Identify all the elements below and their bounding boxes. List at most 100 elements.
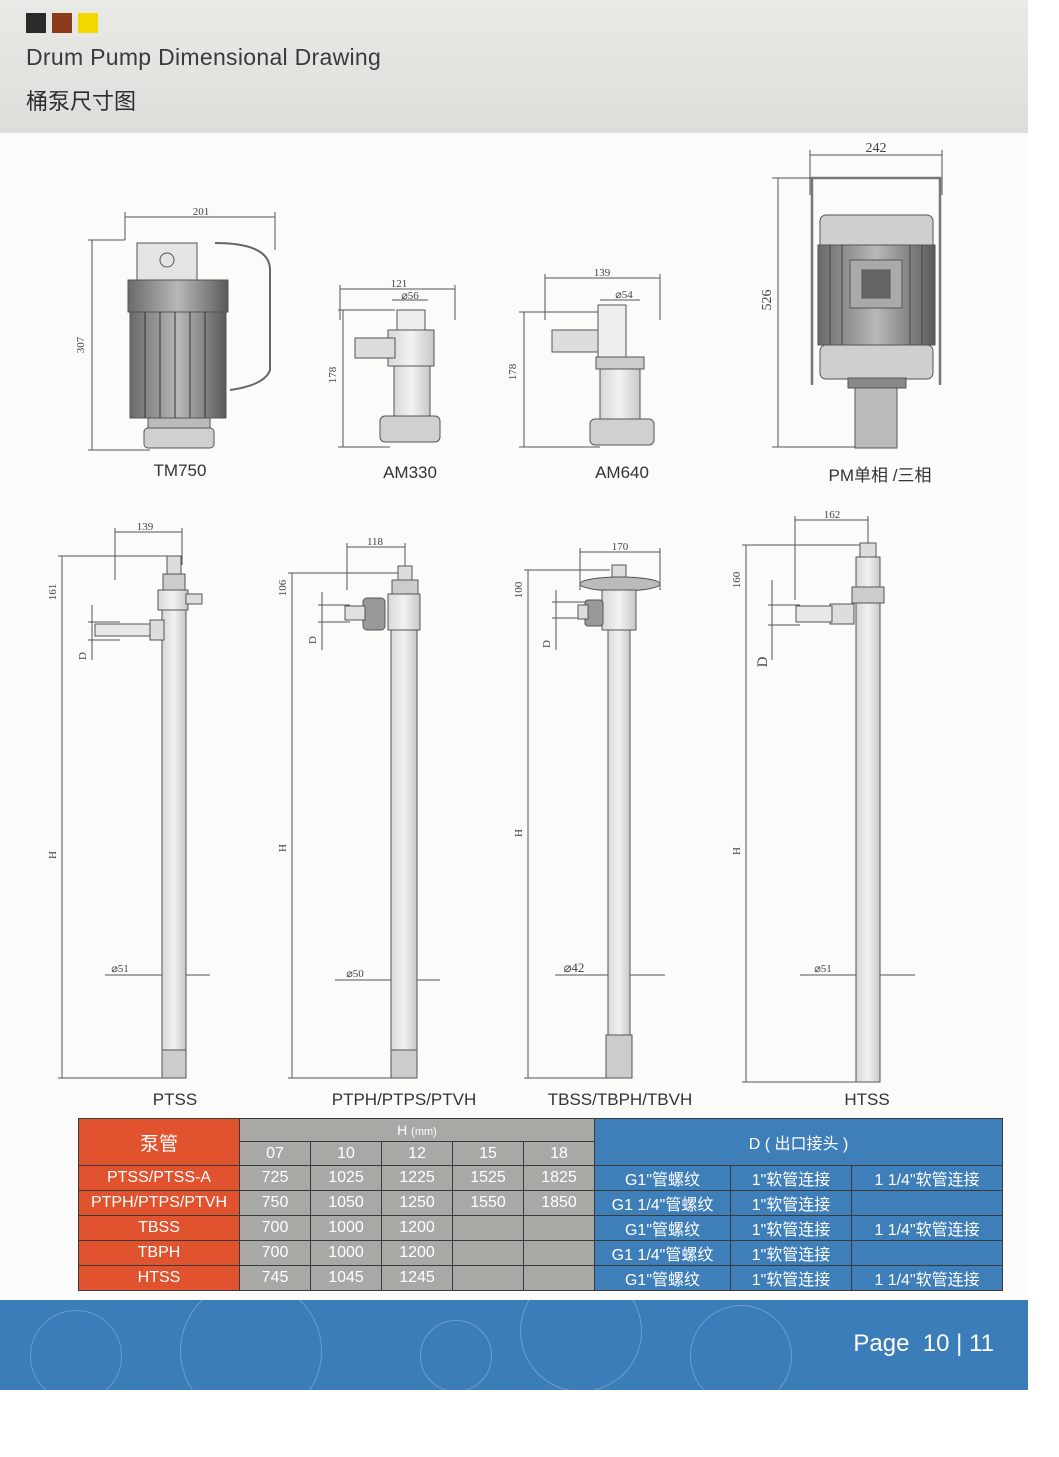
table-d-header: D ( 出口接头 ) — [594, 1118, 1003, 1166]
am330-drawing — [338, 285, 456, 448]
color-swatch-brown — [52, 13, 72, 33]
tbss-label: TBSS/TBPH/TBVH — [547, 1090, 693, 1109]
table-cell-h — [452, 1215, 524, 1241]
table-cell-h: 700 — [239, 1240, 311, 1266]
ptss-dia-dim: ⌀51 — [111, 963, 129, 975]
pm-drawing — [772, 150, 943, 449]
page-title-en: Drum Pump Dimensional Drawing — [26, 44, 382, 70]
ptph-dia-dim: ⌀50 — [346, 968, 364, 980]
table-cell-h: 750 — [239, 1190, 311, 1216]
table-row: PTSS/PTSS-A 725 1025 1225 1525 1825 G1"管… — [78, 1165, 1003, 1191]
table-cell-d: 1"软管连接 — [730, 1190, 852, 1216]
ptph-h-label: H — [277, 844, 289, 852]
table-cell-h: 1250 — [381, 1190, 453, 1216]
table-cell-d: G1 1/4"管螺纹 — [594, 1190, 731, 1216]
tm750-label: TM750 — [153, 461, 207, 480]
table-cell-name: HTSS — [78, 1265, 240, 1291]
page-word: Page — [853, 1330, 910, 1357]
ptss-top-dim: 161 — [47, 584, 59, 601]
table-cell-h: 1000 — [310, 1215, 382, 1241]
table-cell-h: 725 — [239, 1165, 311, 1191]
am640-drawing — [519, 274, 661, 448]
table-cell-h — [523, 1240, 595, 1266]
table-h-size: 07 — [239, 1141, 311, 1166]
table-cell-h: 1045 — [310, 1265, 382, 1291]
table-cell-h: 700 — [239, 1215, 311, 1241]
table-cell-h: 1825 — [523, 1165, 595, 1191]
table-row: PTPH/PTPS/PTVH 750 1050 1250 1550 1850 G… — [78, 1190, 1003, 1216]
footer-band: Page 10 | 11 — [0, 1300, 1028, 1390]
htss-d-label: D — [755, 656, 771, 667]
am640-height-dim: 178 — [507, 363, 519, 380]
htss-drawing — [742, 516, 915, 1083]
table-h-header: H (mm) — [239, 1118, 595, 1142]
tbss-top-dim: 100 — [513, 581, 525, 598]
pm-height-dim: 526 — [760, 290, 775, 311]
am640-label: AM640 — [595, 463, 649, 482]
table-cell-h — [523, 1215, 595, 1241]
tm750-width-dim: 201 — [193, 206, 210, 218]
pm-label: PM单相 /三相 — [828, 466, 932, 485]
pm-width-dim: 242 — [866, 141, 887, 156]
am640-dia-dim: ⌀54 — [615, 289, 633, 301]
table-cell-h: 1225 — [381, 1165, 453, 1191]
table-cell-d — [851, 1240, 1003, 1266]
table-cell-d: G1"管螺纹 — [594, 1215, 731, 1241]
table-cell-d: 1"软管连接 — [730, 1240, 852, 1266]
table-h-size: 10 — [310, 1141, 382, 1166]
htss-top-dim: 160 — [731, 571, 743, 588]
ptph-label: PTPH/PTPS/PTVH — [331, 1090, 477, 1109]
ptph-width-dim: 118 — [367, 536, 384, 548]
table-cell-name: PTSS/PTSS-A — [78, 1165, 240, 1191]
ptss-h-label: H — [47, 851, 59, 859]
ptss-drawing — [58, 528, 210, 1079]
tbss-width-dim: 170 — [612, 541, 629, 553]
tbss-dia-dim: ⌀42 — [564, 960, 585, 975]
table-h-size: 18 — [523, 1141, 595, 1166]
table-cell-h: 1000 — [310, 1240, 382, 1266]
table-cell-d: 1"软管连接 — [730, 1215, 852, 1241]
decor-bubble — [30, 1310, 122, 1390]
ptph-d-label: D — [307, 636, 319, 644]
page-number: Page 10 | 11 — [853, 1330, 994, 1358]
table-cell-d: 1 1/4"软管连接 — [851, 1165, 1003, 1191]
am330-dia-dim: ⌀56 — [401, 290, 419, 302]
catalog-page: Drum Pump Dimensional Drawing 桶泵尺寸图 201 — [0, 0, 1028, 1390]
htss-width-dim: 162 — [824, 509, 841, 521]
ptss-width-dim: 139 — [137, 521, 154, 533]
table-cell-h: 745 — [239, 1265, 311, 1291]
page-left: 10 — [922, 1330, 950, 1357]
table-cell-name: TBPH — [78, 1240, 240, 1266]
table-cell-d: 1"软管连接 — [730, 1165, 852, 1191]
table-cell-name: PTPH/PTPS/PTVH — [78, 1190, 240, 1216]
table-cell-h: 1525 — [452, 1165, 524, 1191]
table-cell-h: 1200 — [381, 1240, 453, 1266]
table-row: HTSS 745 1045 1245 G1"管螺纹 1"软管连接 1 1/4"软… — [78, 1265, 1003, 1291]
am330-width-dim: 121 — [391, 278, 408, 290]
ptph-top-dim: 106 — [277, 579, 289, 596]
ptss-d-label: D — [77, 652, 89, 660]
am330-height-dim: 178 — [327, 366, 339, 383]
tm750-height-dim: 307 — [75, 336, 87, 353]
tm750-drawing — [88, 212, 276, 451]
table-name-header: 泵管 — [78, 1118, 240, 1166]
tbss-d-label: D — [541, 640, 553, 648]
table-cell-d: G1"管螺纹 — [594, 1165, 731, 1191]
table-cell-d: 1 1/4"软管连接 — [851, 1265, 1003, 1291]
table-cell-h — [452, 1240, 524, 1266]
table-cell-d: G1"管螺纹 — [594, 1265, 731, 1291]
table-row: TBPH 700 1000 1200 G1 1/4"管螺纹 1"软管连接 — [78, 1240, 1003, 1266]
dimensional-drawings: 201 307 121 ⌀56 178 139 ⌀54 — [47, 141, 943, 1083]
table-cell-h: 1025 — [310, 1165, 382, 1191]
table-row: TBSS 700 1000 1200 G1"管螺纹 1"软管连接 1 1/4"软… — [78, 1215, 1003, 1241]
table-cell-name: TBSS — [78, 1215, 240, 1241]
table-cell-h — [452, 1265, 524, 1291]
table-cell-d: G1 1/4"管螺纹 — [594, 1240, 731, 1266]
color-swatch-yellow — [78, 13, 98, 33]
spec-table: 泵管 H (mm) D ( 出口接头 ) 07 10 12 15 18 PTSS… — [78, 1118, 1003, 1291]
ptss-label: PTSS — [152, 1090, 198, 1109]
table-h-unit: (mm) — [411, 1126, 437, 1138]
decor-bubble — [420, 1320, 492, 1390]
table-cell-h: 1050 — [310, 1190, 382, 1216]
tbss-drawing — [524, 548, 665, 1079]
